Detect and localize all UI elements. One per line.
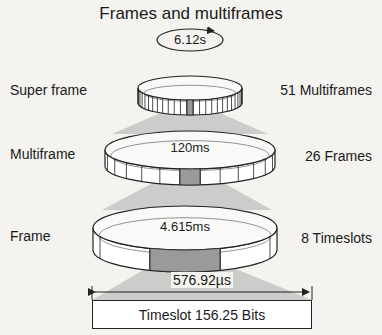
count-label: 8 Timeslots (301, 230, 372, 246)
segment-divider (231, 95, 232, 110)
segment-divider (265, 159, 266, 175)
segment-divider (179, 169, 180, 185)
segment-divider (238, 166, 239, 182)
count-label: 26 Frames (305, 148, 372, 164)
period-label: 4.615ms (160, 219, 210, 235)
segment-divider (100, 236, 101, 258)
segment-divider (162, 98, 163, 113)
dimension-label: 576.92µs (171, 272, 233, 288)
ring-inner (111, 141, 269, 171)
selected-segment (180, 169, 200, 185)
segment-divider (253, 163, 254, 179)
segment-divider (237, 93, 238, 108)
segment-divider (269, 236, 270, 258)
segment-divider (157, 97, 158, 112)
selected-segment (187, 100, 193, 115)
selected-segment (150, 248, 220, 272)
segment-divider (126, 163, 127, 179)
segment-divider (241, 90, 242, 105)
rotation-arrow (206, 30, 214, 31)
segment-divider (149, 248, 150, 270)
diagram-title: Frames and multiframes (99, 4, 282, 24)
frame-ring (138, 76, 242, 115)
ring-inner (99, 218, 271, 254)
segment-divider (199, 100, 200, 115)
ring-inner (144, 85, 236, 101)
segment-divider (240, 91, 241, 106)
segment-divider (217, 98, 218, 113)
segment-divider (141, 166, 142, 182)
level-label: Multiframe (10, 146, 75, 162)
count-label: 51 Multiframes (280, 82, 372, 98)
segment-divider (220, 168, 221, 184)
segment-divider (174, 99, 175, 114)
segment-divider (220, 248, 221, 270)
segment-divider (159, 168, 160, 184)
period-label: 6.12s (174, 32, 206, 48)
segment-divider (193, 100, 194, 115)
dimension-tick (312, 286, 313, 300)
segment-divider (142, 93, 143, 108)
segment-divider (144, 94, 145, 109)
segment-divider (114, 159, 115, 175)
segment-divider (222, 97, 223, 112)
segment-divider (205, 99, 206, 114)
timeslot-text: Timeslot 156.25 Bits (139, 307, 265, 323)
segment-divider (186, 100, 187, 115)
frame-ring (105, 131, 275, 185)
segment-divider (227, 96, 228, 111)
ring-top (105, 131, 275, 169)
segment-divider (168, 99, 169, 114)
segment-divider (200, 169, 201, 185)
segment-divider (107, 155, 108, 171)
dimension-tick (92, 286, 93, 300)
ring-top (93, 206, 277, 250)
segment-divider (272, 155, 273, 171)
timeslot-box: Timeslot 156.25 Bits (92, 300, 312, 329)
level-label: Super frame (10, 82, 87, 98)
period-label: 120ms (170, 140, 209, 156)
rotation-ellipse (157, 29, 223, 51)
segment-divider (180, 100, 181, 115)
segment-divider (211, 99, 212, 114)
segment-divider (139, 91, 140, 106)
segment-divider (235, 94, 236, 109)
segment-divider (152, 96, 153, 111)
level-label: Frame (10, 228, 50, 244)
frame-ring (93, 206, 277, 272)
segment-divider (138, 88, 139, 103)
segment-divider (148, 95, 149, 110)
dimension-line (95, 292, 309, 293)
